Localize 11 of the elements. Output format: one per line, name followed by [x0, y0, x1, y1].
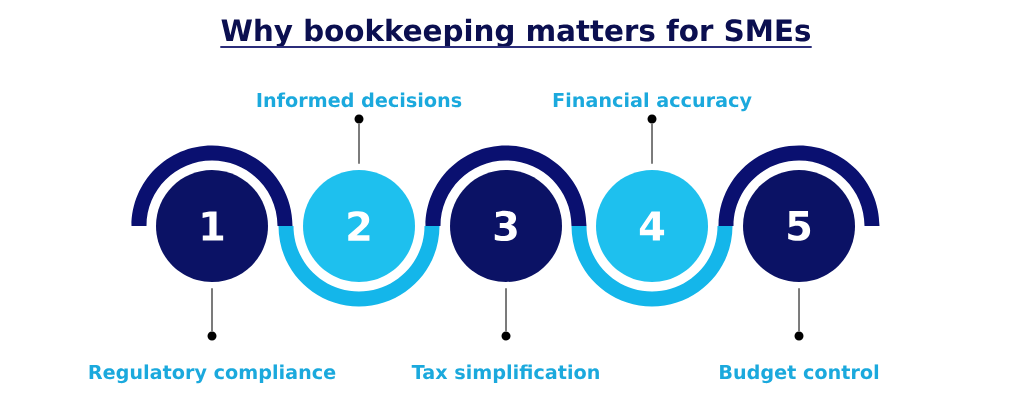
leader-line [211, 287, 213, 332]
leader-line [505, 287, 507, 332]
step-label: Financial accuracy [553, 92, 752, 112]
step-label: Budget control [720, 364, 879, 384]
leader-line [651, 123, 653, 165]
title: Why bookkeeping matters for SMEs [219, 18, 813, 48]
step-label: Informed decisions [257, 92, 462, 108]
leader-line [358, 123, 360, 165]
step-label: Tax simplification [411, 364, 599, 383]
step-label: Regulatory compliance [89, 364, 336, 384]
leader-line [798, 287, 800, 332]
